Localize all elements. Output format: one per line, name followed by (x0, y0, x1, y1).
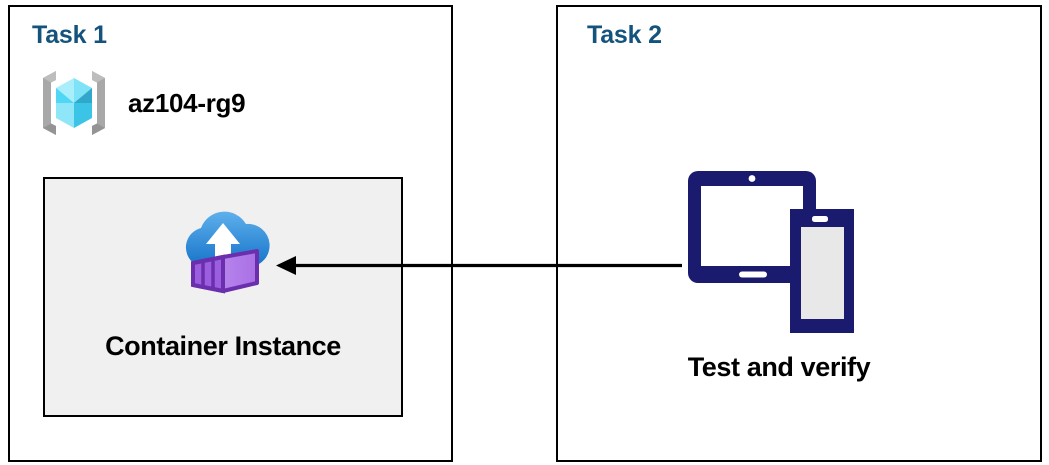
container-instance-box: Container Instance (43, 177, 403, 417)
test-and-verify-label: Test and verify (687, 352, 871, 382)
resource-group-icon (43, 71, 105, 135)
container-instance-label: Container Instance (105, 331, 341, 361)
panel-task-2: Task 2 Test and verify (556, 5, 1042, 462)
container-instance-icon (185, 211, 270, 294)
devices-icon (688, 171, 854, 333)
resource-group-label: az104-rg9 (128, 87, 246, 118)
resource-group-row: az104-rg9 (34, 63, 246, 143)
panel-title-task-2: Task 2 (587, 21, 662, 49)
panel-title-task-1: Task 1 (32, 21, 107, 49)
panel-task-1: Task 1 (8, 5, 453, 462)
